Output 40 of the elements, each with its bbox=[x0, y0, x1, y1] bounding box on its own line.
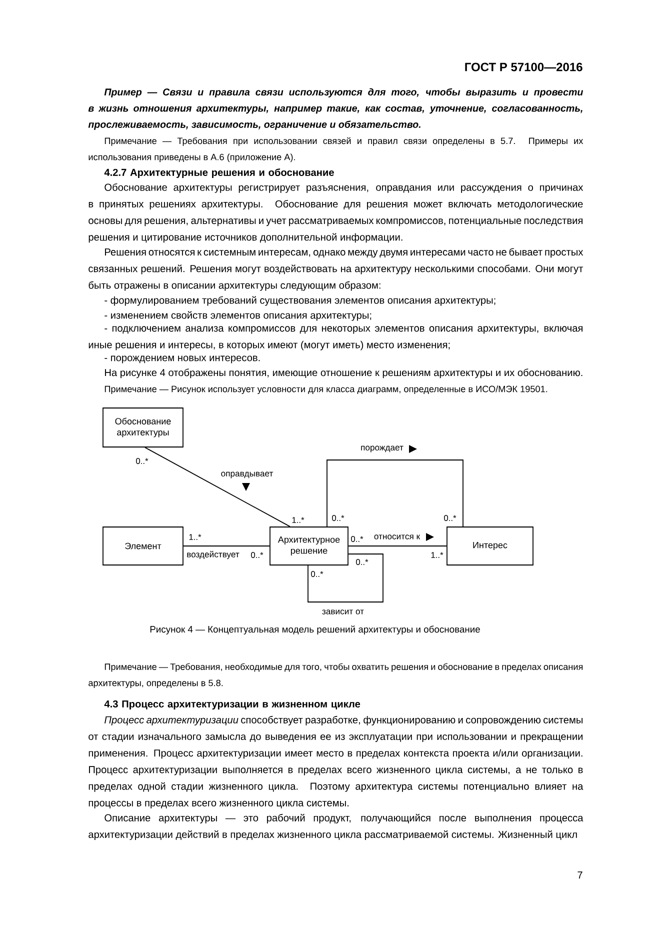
multiplicity-label: 0..* bbox=[332, 515, 344, 521]
multiplicity-label: 1..* bbox=[292, 517, 304, 523]
edge-label: воздействует bbox=[186, 550, 240, 560]
paragraph: На рисунке 4 отображены понятия, имеющие отношение к решениям архитектуры и их обоснованию. bbox=[105, 368, 582, 378]
paragraph: Описание архитектуры — это рабочий продукт, получающийся после выполнения процесса архитектуризации действий в пределах жизненного цикла рассматриваемой системы. Жизненный цикл bbox=[88, 814, 584, 840]
multiplicity-label: 0..* bbox=[356, 559, 368, 565]
edge-label: относится к bbox=[372, 534, 422, 540]
class-box: Архитектурное решение bbox=[270, 526, 348, 566]
class-box: Элемент bbox=[102, 526, 184, 566]
association-line bbox=[326, 460, 464, 527]
association-line bbox=[308, 554, 384, 602]
multiplicity-label: 0..* bbox=[136, 458, 148, 464]
class-box: Интерес bbox=[446, 526, 534, 566]
example-text: Пример — Связи и правила связи используются для того, чтобы выразить и провести в жизнь отношения архитектуры, например такие, как состав, уточнение, согласованность, прослеживаемость, зависимость, ограничение и обязательство. bbox=[88, 88, 584, 130]
multiplicity-label: 1..* bbox=[189, 534, 202, 540]
class-box: Обоснование архитектуры bbox=[102, 408, 184, 448]
page-number: 7 bbox=[578, 872, 582, 878]
list-item: - формулированием требований существования элементов описания архитектуры; bbox=[104, 296, 496, 306]
note-text: Примечание — Требования, необходимые для того, чтобы охватить решения и обоснование в пределах описания архитектуры, определены в 5.8. bbox=[88, 663, 583, 688]
multiplicity-label: 0..* bbox=[351, 536, 364, 542]
document-number: ГОСТ Р 57100—2016 bbox=[465, 62, 582, 72]
list-item: - подключением анализа компромиссов для некоторых элементов описания архитектуры, включая иные решения и интересы, в которых имеют (могут иметь) место изменения; bbox=[88, 326, 582, 350]
multiplicity-label: 0..* bbox=[251, 552, 264, 558]
multiplicity-label: 0..* bbox=[444, 515, 456, 521]
section-heading: 4.2.7 Архитектурные решения и обоснование bbox=[104, 168, 334, 178]
figure-caption: Рисунок 4 — Концептуальная модель решений архитектуры и обоснование bbox=[150, 626, 480, 634]
list-item: - порождением новых интересов. bbox=[104, 356, 260, 364]
association-line bbox=[144, 447, 290, 527]
section-heading: 4.3 Процесс архитектуризации в жизненном цикле bbox=[104, 700, 360, 710]
paragraph: Процесс архитектуризации способствует разработке, функционированию и сопровождению системы от стадии изначального замысла до выведения ее из эксплуатации при использовании и прекращении применения. Процесс архитектуризации имеет место в пределах контекста проекта и/или организации. Процесс архитектуризации выполняется в пределах всего жизненного цикла системы, а не только в пределах одной стадии жизненного цикла. Поэтому архитектура системы потенциально влияет на процессы в пределах всего жизненного цикла системы. bbox=[88, 716, 584, 808]
edge-label: оправдывает bbox=[220, 470, 274, 480]
list-item: - изменением свойств элементов описания архитектуры; bbox=[104, 311, 372, 321]
paragraph: Решения относятся к системным интересам, однако между двумя интересами часто не бывает простых связанных решений. Решения могут воздействовать на архитектуру несколькими способами. Они могут быть отражены в описании архитектуры следующим образом: bbox=[88, 248, 584, 291]
note-text: Примечание — Рисунок использует условности для класса диаграмм, определенные в ИСО/МЭК 19501. bbox=[104, 386, 548, 394]
note-text: Примечание — Требования при использовании связей и правил связи определены в 5.7. Примеры их использования приведены в А.6 (приложение А). bbox=[88, 137, 584, 162]
multiplicity-label: 1..* bbox=[431, 552, 444, 558]
paragraph: Обоснование архитектуры регистрирует разъяснения, оправдания или рассуждения о причинах в принятых решениях архитектуры. Обоснование для решения может включать методологические основы для решения, альтернативы и учет рассматриваемых компромиссов, потенциальные последствия решения и цитирование источников дополнительной информации. bbox=[88, 183, 584, 243]
edge-label: зависит от bbox=[320, 608, 366, 616]
multiplicity-label: 0..* bbox=[311, 571, 324, 577]
edge-label: порождает bbox=[360, 444, 404, 454]
